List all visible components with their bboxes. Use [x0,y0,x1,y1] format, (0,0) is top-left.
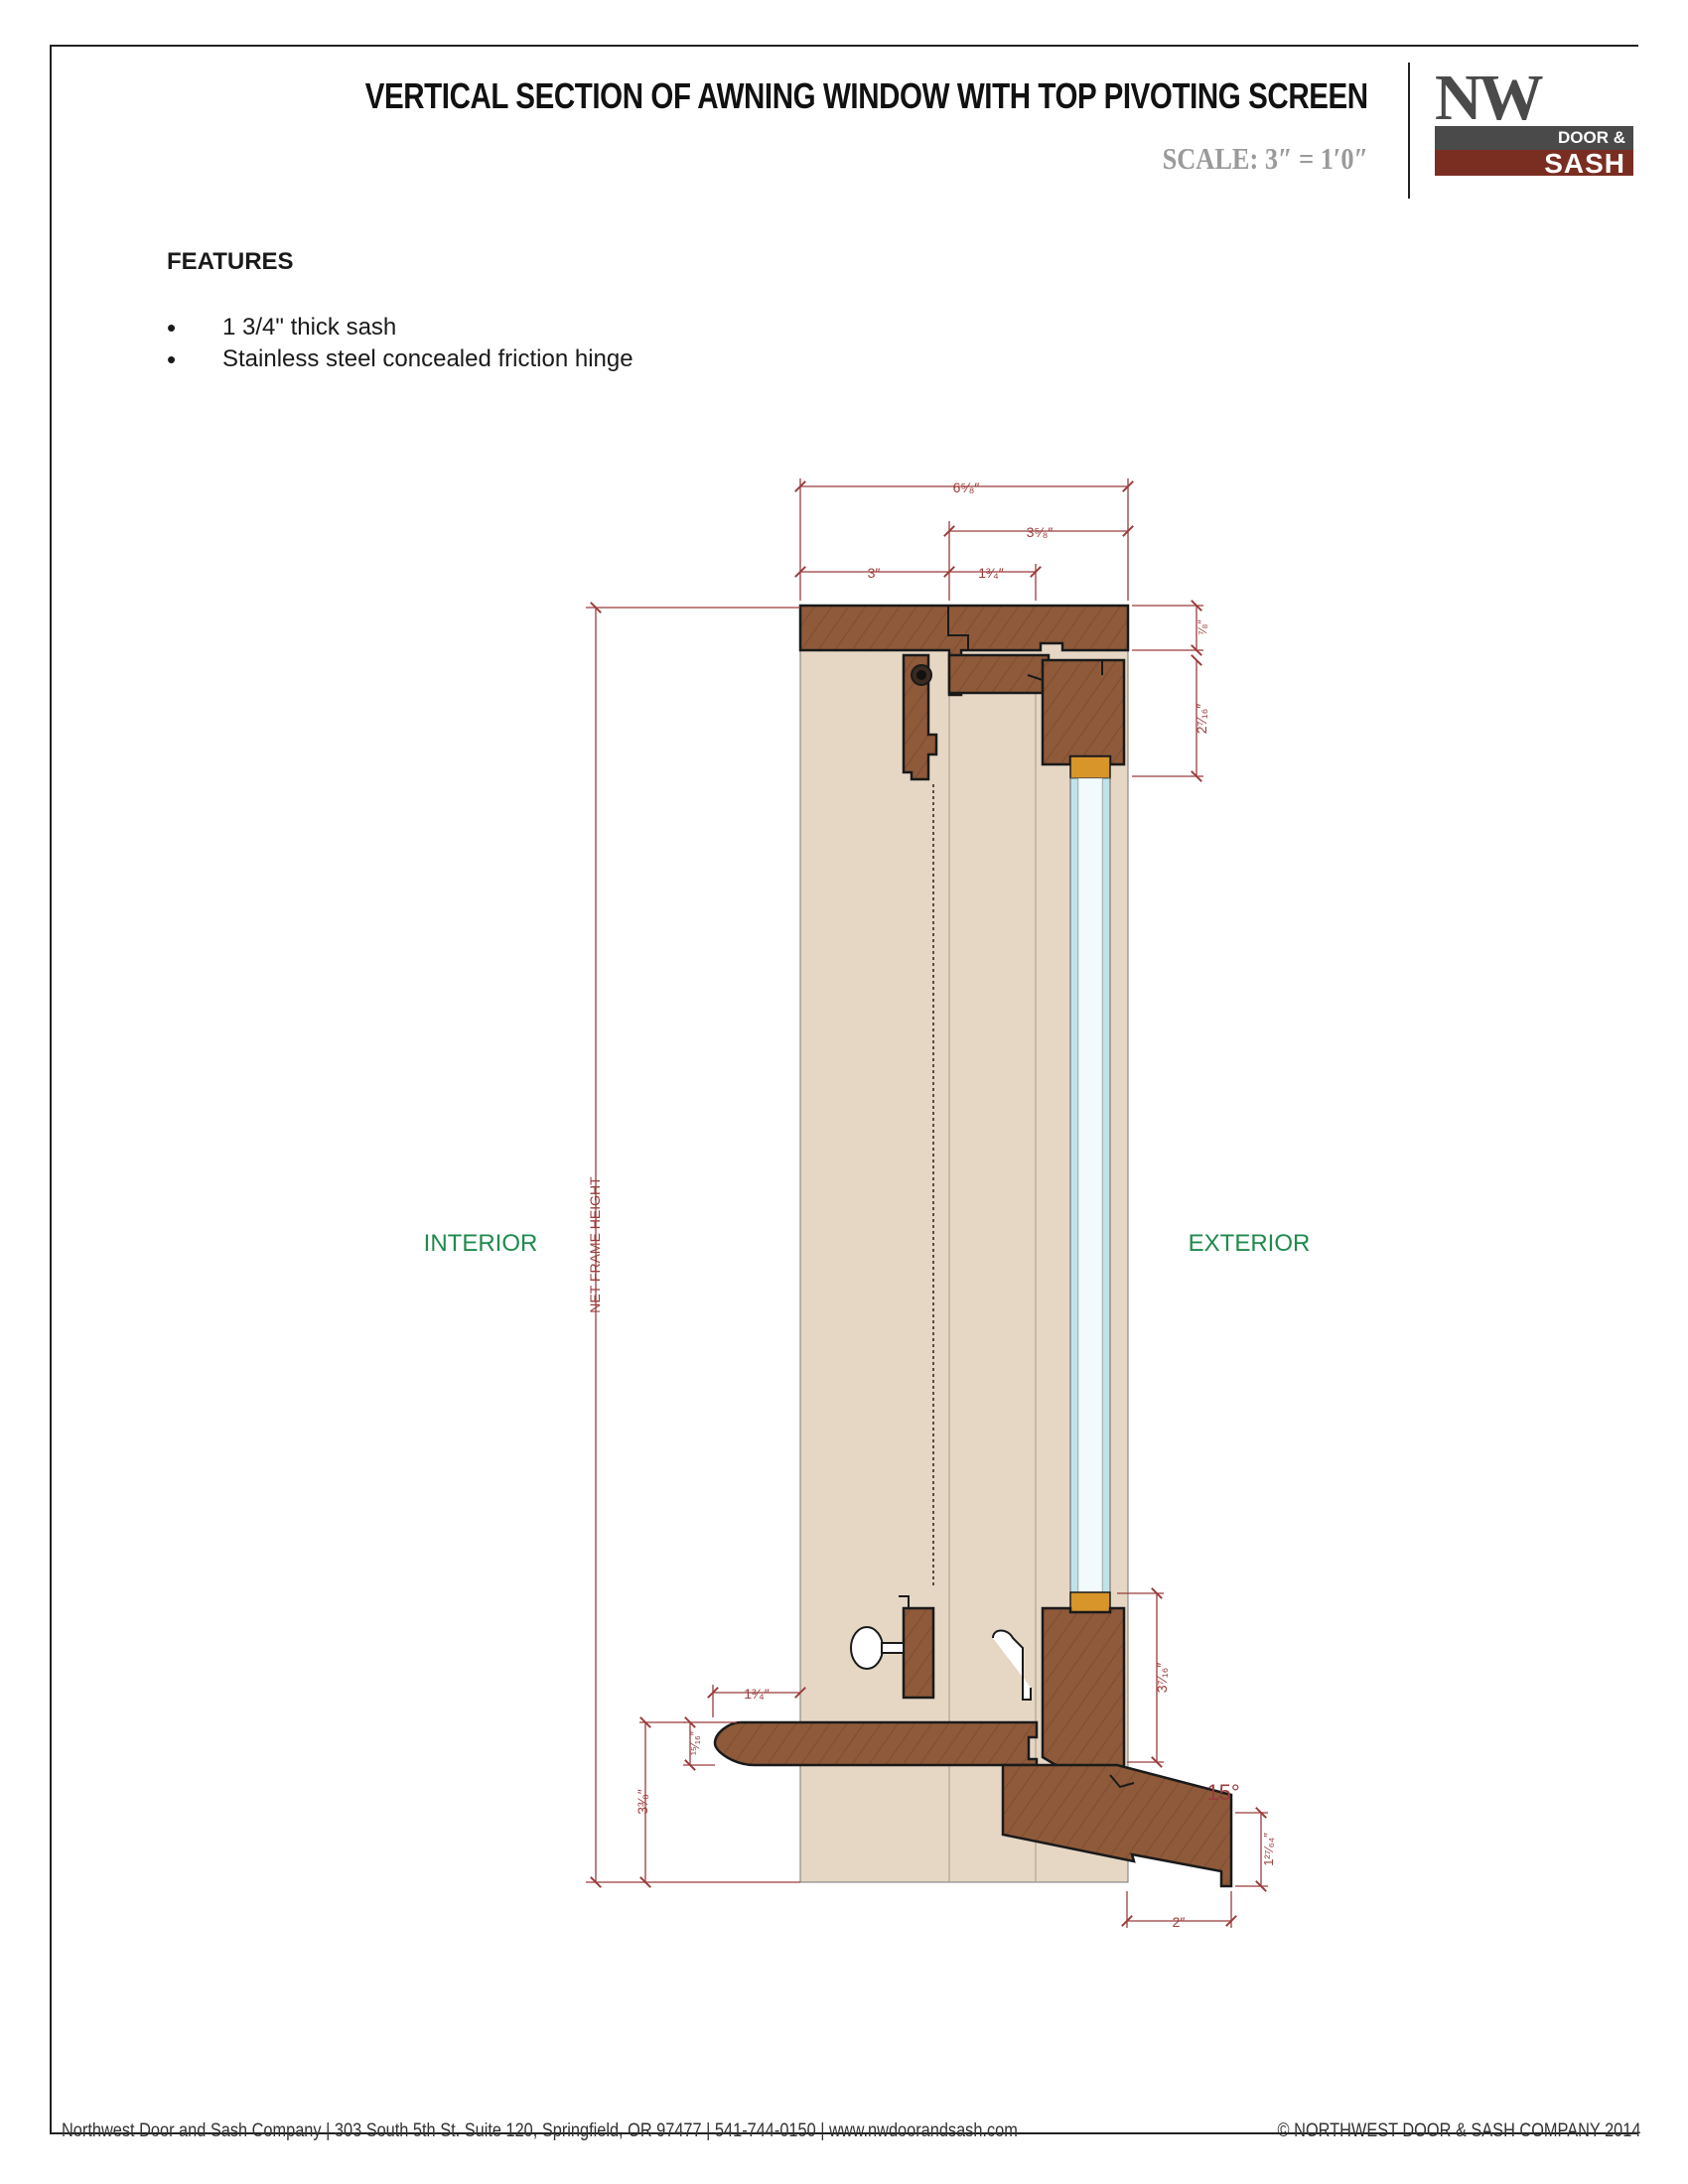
page-title: VERTICAL SECTION OF AWNING WINDOW WITH T… [365,75,1368,116]
screen-knob [850,1626,905,1670]
dim-stool-height: 3³⁄₈″ [634,1789,650,1815]
exterior-sill [1001,1763,1233,1888]
dim-right-width: 3⁵⁄₈″ [1027,524,1054,540]
logo-bar-grey [1435,126,1633,150]
interior-stool [713,1720,1039,1767]
footer-company-info: Northwest Door and Sash Company | 303 So… [62,2120,1018,2141]
logo-nw: NW [1435,62,1544,134]
dim-stool-thickness: ¹⁵⁄₁₆″ [688,1730,702,1755]
footer-copyright: © NORTHWEST DOOR & SASH COMPANY 2014 [1277,2120,1640,2141]
logo-bar-red [1435,150,1633,176]
dim-head-height: ⁷⁄₈″ [1196,618,1209,634]
page-border [50,45,1638,2134]
dim-top-rail: 2⁷⁄₁₆″ [1194,704,1209,735]
dimension-lines [586,478,1268,1928]
dim-left-width: 3″ [868,565,881,581]
company-logo: NW DOOR & SASH [1435,62,1633,179]
sash-operator-handle [992,1629,1032,1701]
feature-item: 1 3/4" thick sash [167,312,633,343]
dim-overall-width: 6⁵⁄₈″ [953,479,980,495]
sill-angle: 15° [1206,1780,1239,1805]
feature-item: Stainless steel concealed friction hinge [167,343,633,375]
insulated-glass [1069,777,1111,1593]
sash-bottom-rail [1041,1591,1126,1777]
dim-stool-projection: 1³⁄₄″ [744,1686,770,1702]
logo-sash: SASH [1544,148,1625,179]
screen-bottom-rail [899,1595,935,1700]
dim-net-frame-height: NET FRAME HEIGHT [587,1176,603,1313]
features-heading: FEATURES [167,248,294,275]
features-list: 1 3/4" thick sash Stainless steel concea… [167,312,633,375]
logo-door: DOOR & [1558,128,1625,147]
header-divider [1408,63,1410,199]
exterior-label: EXTERIOR [1189,1230,1311,1257]
dim-bottom-rail: 3⁷⁄₁₆″ [1154,1663,1170,1694]
dim-middle-width: 1³⁄₄″ [978,565,1004,581]
head-jamb [798,604,1130,697]
dim-sill-projection: 2″ [1173,1914,1186,1930]
sash-top-rail [1027,658,1126,779]
drawing-scale: SCALE: 3″ = 1′0″ [1162,141,1368,176]
dim-sill-thickness: 1²⁷⁄₆₄″ [1261,1833,1276,1866]
interior-label: INTERIOR [424,1230,538,1257]
screen-top-rail [902,653,938,1588]
